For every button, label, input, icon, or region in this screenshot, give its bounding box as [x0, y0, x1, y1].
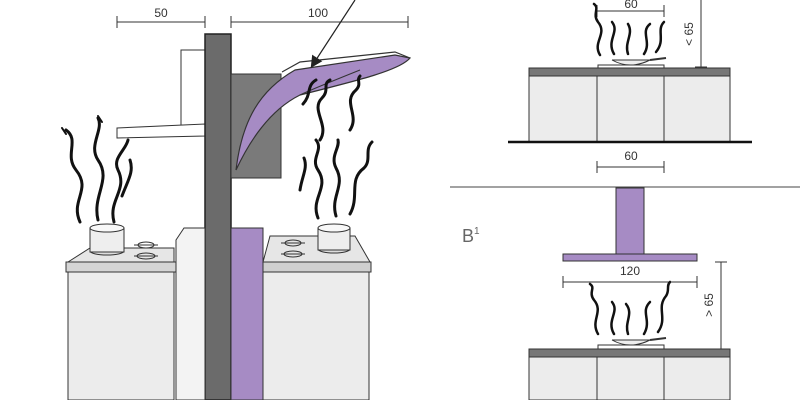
pot-icon — [317, 223, 351, 254]
arrow-icon — [310, 0, 356, 69]
dimension-vent-width: 100 — [230, 6, 409, 28]
burner-icon — [281, 239, 305, 258]
counter-top — [528, 348, 731, 358]
island-hood-column — [615, 187, 645, 255]
right-top-panel: 60 < 65 — [508, 0, 752, 144]
smoke-icon — [588, 280, 672, 336]
dim-label-gt65: > 65 — [702, 293, 716, 317]
left-panel: 50 100 — [61, 0, 412, 400]
hood-chimney — [180, 49, 206, 127]
dim-label-100: 100 — [308, 6, 328, 20]
dim-label-60-bottom: 60 — [624, 149, 638, 163]
smoke-icon — [298, 74, 374, 220]
dim-label-120: 120 — [620, 264, 640, 278]
left-side-cabinet — [175, 227, 206, 400]
island-hood-canopy — [562, 253, 698, 262]
pan-icon — [597, 337, 667, 350]
pan-icon — [597, 57, 667, 70]
smoke-icon — [592, 2, 666, 57]
pot-icon — [89, 223, 125, 256]
burner-icon — [134, 241, 158, 260]
dimension-hood-depth: 50 — [116, 6, 206, 28]
smoke-icon — [61, 115, 133, 224]
island-cabinet — [528, 75, 731, 143]
left-counter-edge — [65, 261, 177, 273]
partition-wall — [204, 33, 232, 400]
counter-top — [528, 67, 731, 77]
flat-hood — [116, 123, 206, 139]
section-label-superscript: 1 — [474, 226, 480, 237]
purple-column — [230, 227, 264, 400]
left-cabinet — [67, 271, 175, 400]
dim-label-60-top: 60 — [624, 0, 638, 11]
island-cabinet — [528, 356, 731, 400]
dim-label-50: 50 — [154, 6, 168, 20]
section-label: B — [462, 226, 474, 246]
right-bottom-panel: 60 B 1 120 > 65 — [462, 149, 731, 400]
dim-label-lt65: < 65 — [682, 22, 696, 46]
right-cabinet — [262, 271, 370, 400]
right-counter-top — [262, 235, 371, 263]
right-counter-edge — [262, 261, 372, 273]
curved-hood — [235, 54, 412, 171]
